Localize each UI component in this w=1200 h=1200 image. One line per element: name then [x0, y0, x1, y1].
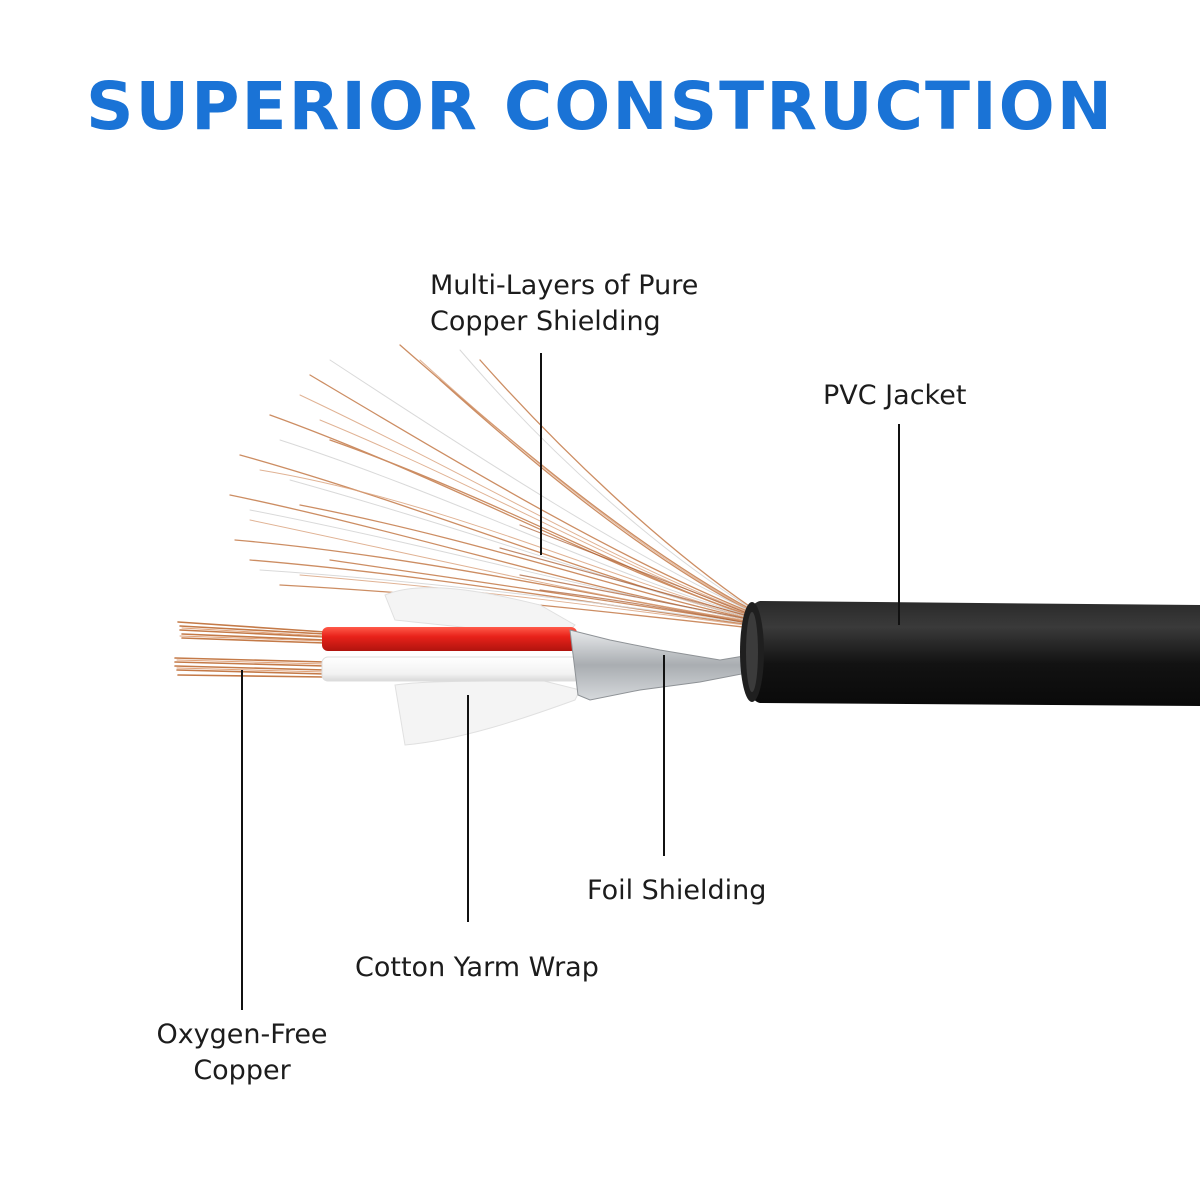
- leader-lines: [241, 353, 900, 1010]
- copper-braid-shielding: [229, 344, 753, 629]
- pvc-jacket: [742, 601, 1200, 706]
- label-cotton-wrap-text: Cotton Yarm Wrap: [355, 952, 599, 983]
- label-oxygen-free-copper-line1: Oxygen-Free: [156, 1019, 328, 1050]
- oxygen-free-copper-conductors: [174, 621, 326, 678]
- label-copper-shielding: Multi-Layers of Pure Copper Shielding: [430, 268, 698, 340]
- label-foil-shielding-text: Foil Shielding: [587, 875, 767, 906]
- label-oxygen-free-copper-line2: Copper: [193, 1055, 291, 1086]
- label-pvc-jacket-text: PVC Jacket: [823, 380, 967, 411]
- foil-shielding: [569, 629, 753, 701]
- label-copper-shielding-line2: Copper Shielding: [430, 306, 661, 337]
- label-copper-shielding-line1: Multi-Layers of Pure: [430, 270, 699, 301]
- page-title: SUPERIOR CONSTRUCTION: [86, 68, 1114, 145]
- label-oxygen-free-copper: Oxygen-Free Copper: [152, 1017, 332, 1089]
- label-foil-shielding: Foil Shielding: [587, 873, 766, 909]
- white-insulated-wire: [321, 656, 581, 682]
- red-insulated-wire: [322, 627, 577, 651]
- label-cotton-wrap: Cotton Yarm Wrap: [355, 950, 599, 986]
- label-pvc-jacket: PVC Jacket: [823, 378, 966, 414]
